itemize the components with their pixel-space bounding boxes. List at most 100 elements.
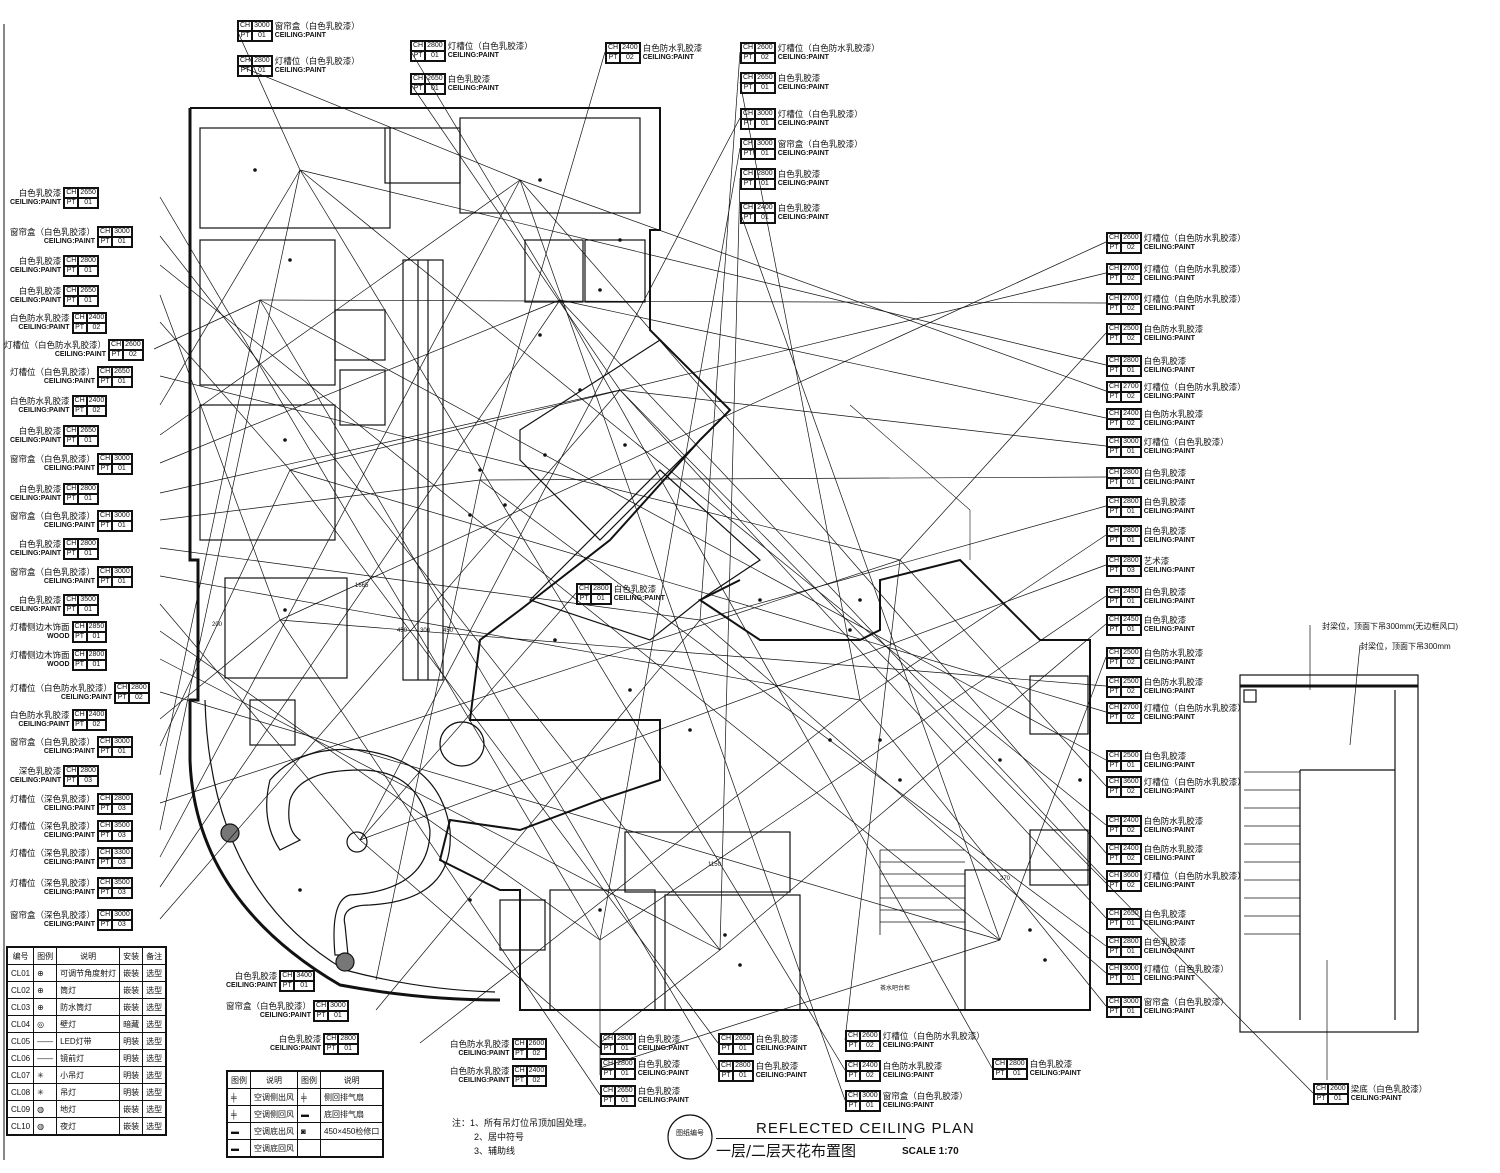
- tag-key: PT: [1107, 1007, 1122, 1017]
- material-en: CEILING:PAINT: [1143, 1008, 1195, 1015]
- tag-value: 2800: [1121, 937, 1141, 947]
- leader-line: [479, 476, 1107, 481]
- tag-key: CH: [314, 1001, 329, 1011]
- tag-key: PT: [512, 1049, 527, 1059]
- material-cn: 白色乳胶漆: [1143, 751, 1187, 761]
- material-en: CEILING:PAINT: [458, 1050, 510, 1057]
- light-point: [283, 438, 287, 442]
- beam-note: 封梁位，顶面下吊300mm(无边框风口): [1322, 622, 1459, 631]
- light-point: [758, 598, 762, 602]
- leader-line: [289, 272, 1107, 471]
- tag-value: 02: [1121, 304, 1141, 314]
- light-point: [723, 933, 727, 937]
- title-underline: [716, 1138, 906, 1139]
- tag-key: CH: [1107, 648, 1122, 658]
- material-cn: 窗帘盒（白色乳胶漆）: [10, 227, 96, 237]
- tag-value: 03: [112, 804, 132, 814]
- hvac-legend-cell: [297, 1139, 321, 1157]
- material-en: CEILING:PAINT: [10, 606, 62, 613]
- leader-line: [159, 619, 281, 720]
- tag-key: CH: [846, 1031, 861, 1041]
- hvac-legend-cell: ╪: [297, 1088, 321, 1106]
- tag-value: 2400: [755, 203, 775, 213]
- hvac-legend-cell: ▬: [227, 1139, 251, 1157]
- hvac-legend-row: ╪空调侧出风╪侧回排气扇: [227, 1088, 384, 1106]
- light-point: [998, 758, 1002, 762]
- leader-line: [159, 389, 621, 494]
- tag-key: CH: [64, 595, 79, 605]
- tag-key: PT: [512, 1076, 527, 1086]
- leader-line: [599, 147, 741, 941]
- tag-key: PT: [1107, 447, 1122, 457]
- tag-value: 02: [755, 53, 775, 63]
- material-en: CEILING:PAINT: [43, 238, 96, 245]
- light-point: [598, 908, 602, 912]
- tag-key: CH: [98, 567, 113, 577]
- fixture-legend-cell: LED灯带: [56, 1032, 121, 1050]
- material-cn: 窗帘盒（白色乳胶漆）: [10, 737, 96, 747]
- material-en: CEILING:PAINT: [270, 1045, 322, 1052]
- tag-value: 2400: [620, 43, 640, 53]
- light-point: [1078, 778, 1082, 782]
- material-en: CEILING:PAINT: [10, 199, 62, 206]
- tag-value: 01: [78, 436, 98, 446]
- tag-key: PT: [115, 693, 130, 703]
- material-cn: 灯槽位（深色乳胶漆）: [10, 878, 96, 888]
- tag-value: 01: [1121, 447, 1141, 457]
- tag-value: 02: [86, 406, 107, 416]
- hvac-legend-row: ▬空调底回风: [227, 1139, 384, 1157]
- dimension: 200: [212, 622, 223, 628]
- material-cn: 窗帘盒（白色乳胶漆）: [882, 1091, 968, 1101]
- material-en: CEILING:PAINT: [1143, 479, 1195, 486]
- light-point: [288, 258, 292, 262]
- hvac-legend-header: 说明: [319, 1071, 384, 1089]
- tag-key: PT: [601, 1044, 616, 1054]
- exterior-wall-left: [188, 108, 501, 1002]
- tag-value: 01: [425, 51, 445, 61]
- hvac-legend-cell: 侧回排气扇: [319, 1088, 384, 1106]
- tag-value: 3000: [112, 454, 132, 464]
- material-en: CEILING:PAINT: [259, 1012, 312, 1019]
- tag-value: 02: [860, 1041, 880, 1051]
- tag-value: 03: [112, 831, 132, 841]
- tag-value: 01: [755, 179, 775, 189]
- tag-value: 02: [1121, 274, 1141, 284]
- material-en: CEILING:PAINT: [43, 748, 96, 755]
- material-cn: 白色防水乳胶漆: [10, 710, 70, 720]
- tag-value: 01: [755, 83, 775, 93]
- material-cn: 灯槽位（白色乳胶漆）: [1143, 964, 1229, 974]
- fixture-legend-cell: CL06: [6, 1049, 35, 1067]
- tag-value: 3000: [1121, 997, 1141, 1007]
- tag-key: PT: [1107, 507, 1122, 517]
- fixture-legend-cell: CL07: [6, 1066, 35, 1084]
- tag-value: 3000: [755, 109, 775, 119]
- column: [439, 721, 485, 767]
- material-cn: 白色乳胶漆: [18, 286, 62, 296]
- fixture-legend-cell: 明装: [119, 1049, 144, 1067]
- tag-value: 01: [755, 213, 775, 223]
- material-en: CEILING:PAINT: [1143, 335, 1195, 342]
- room: [584, 239, 646, 303]
- room: [199, 404, 336, 541]
- leader-line: [289, 469, 1107, 713]
